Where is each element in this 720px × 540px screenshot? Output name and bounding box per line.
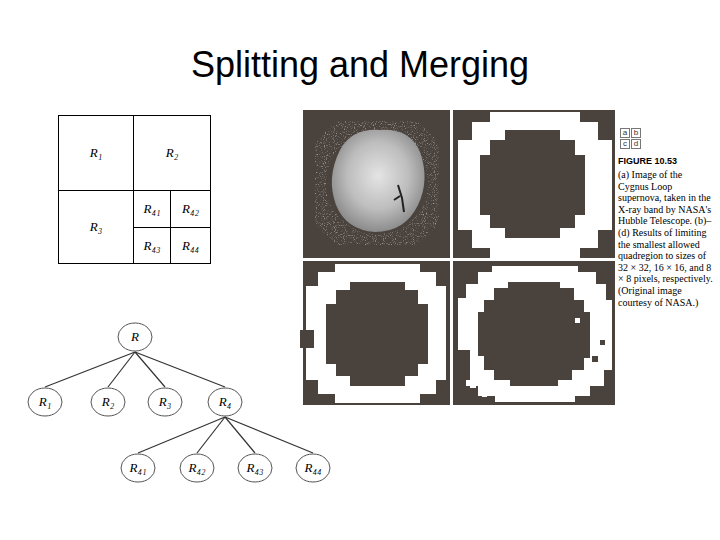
tree-node: R₂ — [90, 387, 126, 417]
panel-letter: a — [620, 128, 630, 138]
node-texts: R₃ — [159, 394, 171, 410]
tree-node: R₄₄ — [295, 453, 331, 483]
node-texts: R₄₂ — [189, 460, 206, 476]
node-texts: R₄₄ — [305, 460, 322, 476]
tree-edge — [108, 352, 135, 387]
node-texts: R₄₁ — [144, 201, 161, 217]
tree-edge — [138, 417, 225, 453]
tree-edge — [197, 417, 225, 453]
quad-region: R₁ — [58, 115, 134, 191]
figure-number: FIGURE 10.53 — [618, 156, 716, 166]
region-label: R₁ — [39, 394, 51, 410]
panel-letter: d — [631, 139, 641, 149]
node-texts: R₁ — [39, 394, 51, 410]
tree-node: R — [117, 322, 153, 352]
node-texts: R₄₄ — [182, 238, 199, 254]
tree-node: R₁ — [27, 387, 63, 417]
slide-title: Splitting and Merging — [0, 44, 720, 86]
quad-region: R₄₃ — [133, 227, 171, 264]
tree-edge — [225, 417, 313, 453]
region-label: R₄₄ — [305, 460, 322, 476]
tree-node: R₄ — [207, 387, 243, 417]
panel-letter: b — [631, 128, 641, 138]
region-label: R₃ — [90, 219, 102, 235]
region-label: R₄₃ — [144, 238, 161, 254]
region-label: R₄₃ — [247, 460, 264, 476]
node-texts: R₄ — [219, 394, 231, 410]
quad-region: R₄₁ — [133, 190, 171, 228]
quad-region: R₃ — [58, 190, 134, 264]
node-texts: R₄₁ — [130, 460, 147, 476]
node-texts: R₂ — [166, 145, 178, 161]
tree-edge — [225, 417, 255, 453]
node-texts: R₄₃ — [247, 460, 264, 476]
quad-region: R₄₄ — [170, 227, 211, 264]
node-texts: R₂ — [102, 394, 114, 410]
panel-letter: c — [620, 139, 630, 149]
node-texts: R₄₃ — [144, 238, 161, 254]
tree-edge — [45, 352, 135, 387]
figure-caption: (a) Image of the Cygnus Loop supernova, … — [618, 169, 714, 308]
region-label: R — [131, 329, 139, 345]
region-label: R₄₄ — [182, 238, 199, 254]
tree-node: R₃ — [147, 387, 183, 417]
region-label: R₄ — [219, 394, 231, 410]
region-label: R₁ — [90, 145, 102, 161]
tree-edge — [135, 352, 225, 387]
region-label: R₄₂ — [182, 201, 199, 217]
region-label: R₂ — [166, 145, 178, 161]
quad-region: R₂ — [133, 115, 211, 191]
region-label: R₂ — [102, 394, 114, 410]
region-label: R₄₁ — [144, 201, 161, 217]
node-texts: R₄₂ — [182, 201, 199, 217]
region-label: R₄₂ — [189, 460, 206, 476]
node-texts: R₁ — [90, 145, 102, 161]
region-label: R₃ — [159, 394, 171, 410]
tree-node: R₄₂ — [179, 453, 215, 483]
region-label: R₄₁ — [130, 460, 147, 476]
tree-node: R₄₃ — [237, 453, 273, 483]
quad-region: R₄₂ — [170, 190, 211, 228]
tree-node: R₄₁ — [120, 453, 156, 483]
node-texts: R — [131, 329, 139, 345]
node-texts: R₃ — [90, 219, 102, 235]
